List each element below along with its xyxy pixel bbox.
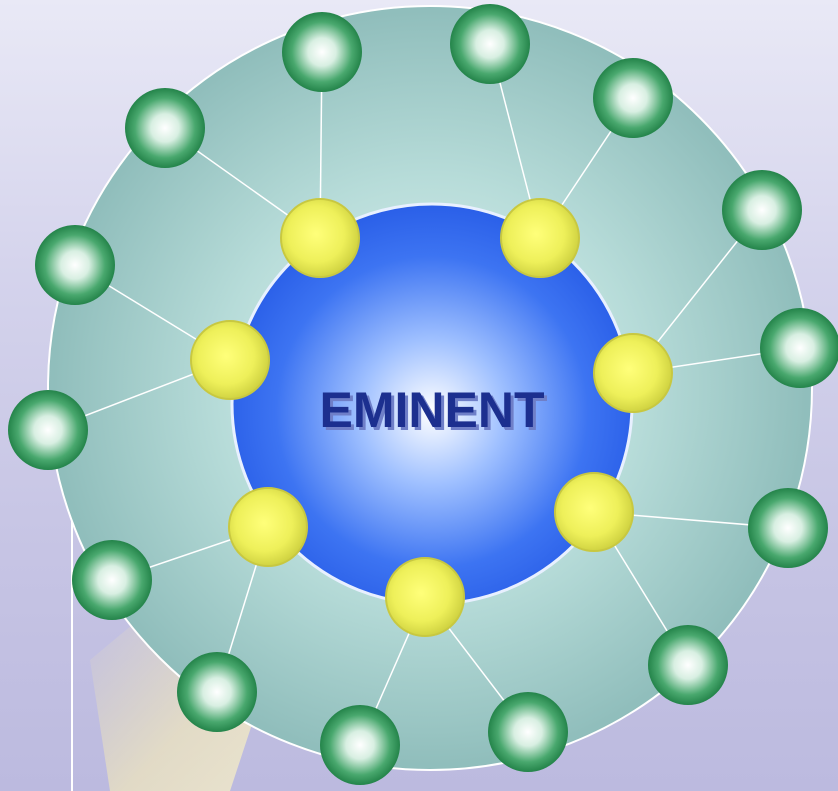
outer-node (72, 540, 152, 620)
inner-node (385, 557, 465, 637)
outer-node (648, 625, 728, 705)
center-label-shadow: EMINENT (323, 385, 548, 441)
outer-node (488, 692, 568, 772)
center-label: EMINENT (320, 382, 545, 438)
outer-node (722, 170, 802, 250)
outer-node (35, 225, 115, 305)
outer-node-group (8, 4, 838, 785)
outer-node (748, 488, 828, 568)
inner-node (593, 333, 673, 413)
outer-node (125, 88, 205, 168)
inner-node (500, 198, 580, 278)
outer-node (593, 58, 673, 138)
inner-node (228, 487, 308, 567)
inner-node (554, 472, 634, 552)
outer-node (760, 308, 838, 388)
outer-node (8, 390, 88, 470)
inner-node-group (190, 198, 673, 637)
inner-node (280, 198, 360, 278)
outer-node (450, 4, 530, 84)
background-light-streak (90, 610, 260, 791)
outer-node (177, 652, 257, 732)
outer-node (320, 705, 400, 785)
outer-node (282, 12, 362, 92)
inner-node (190, 320, 270, 400)
